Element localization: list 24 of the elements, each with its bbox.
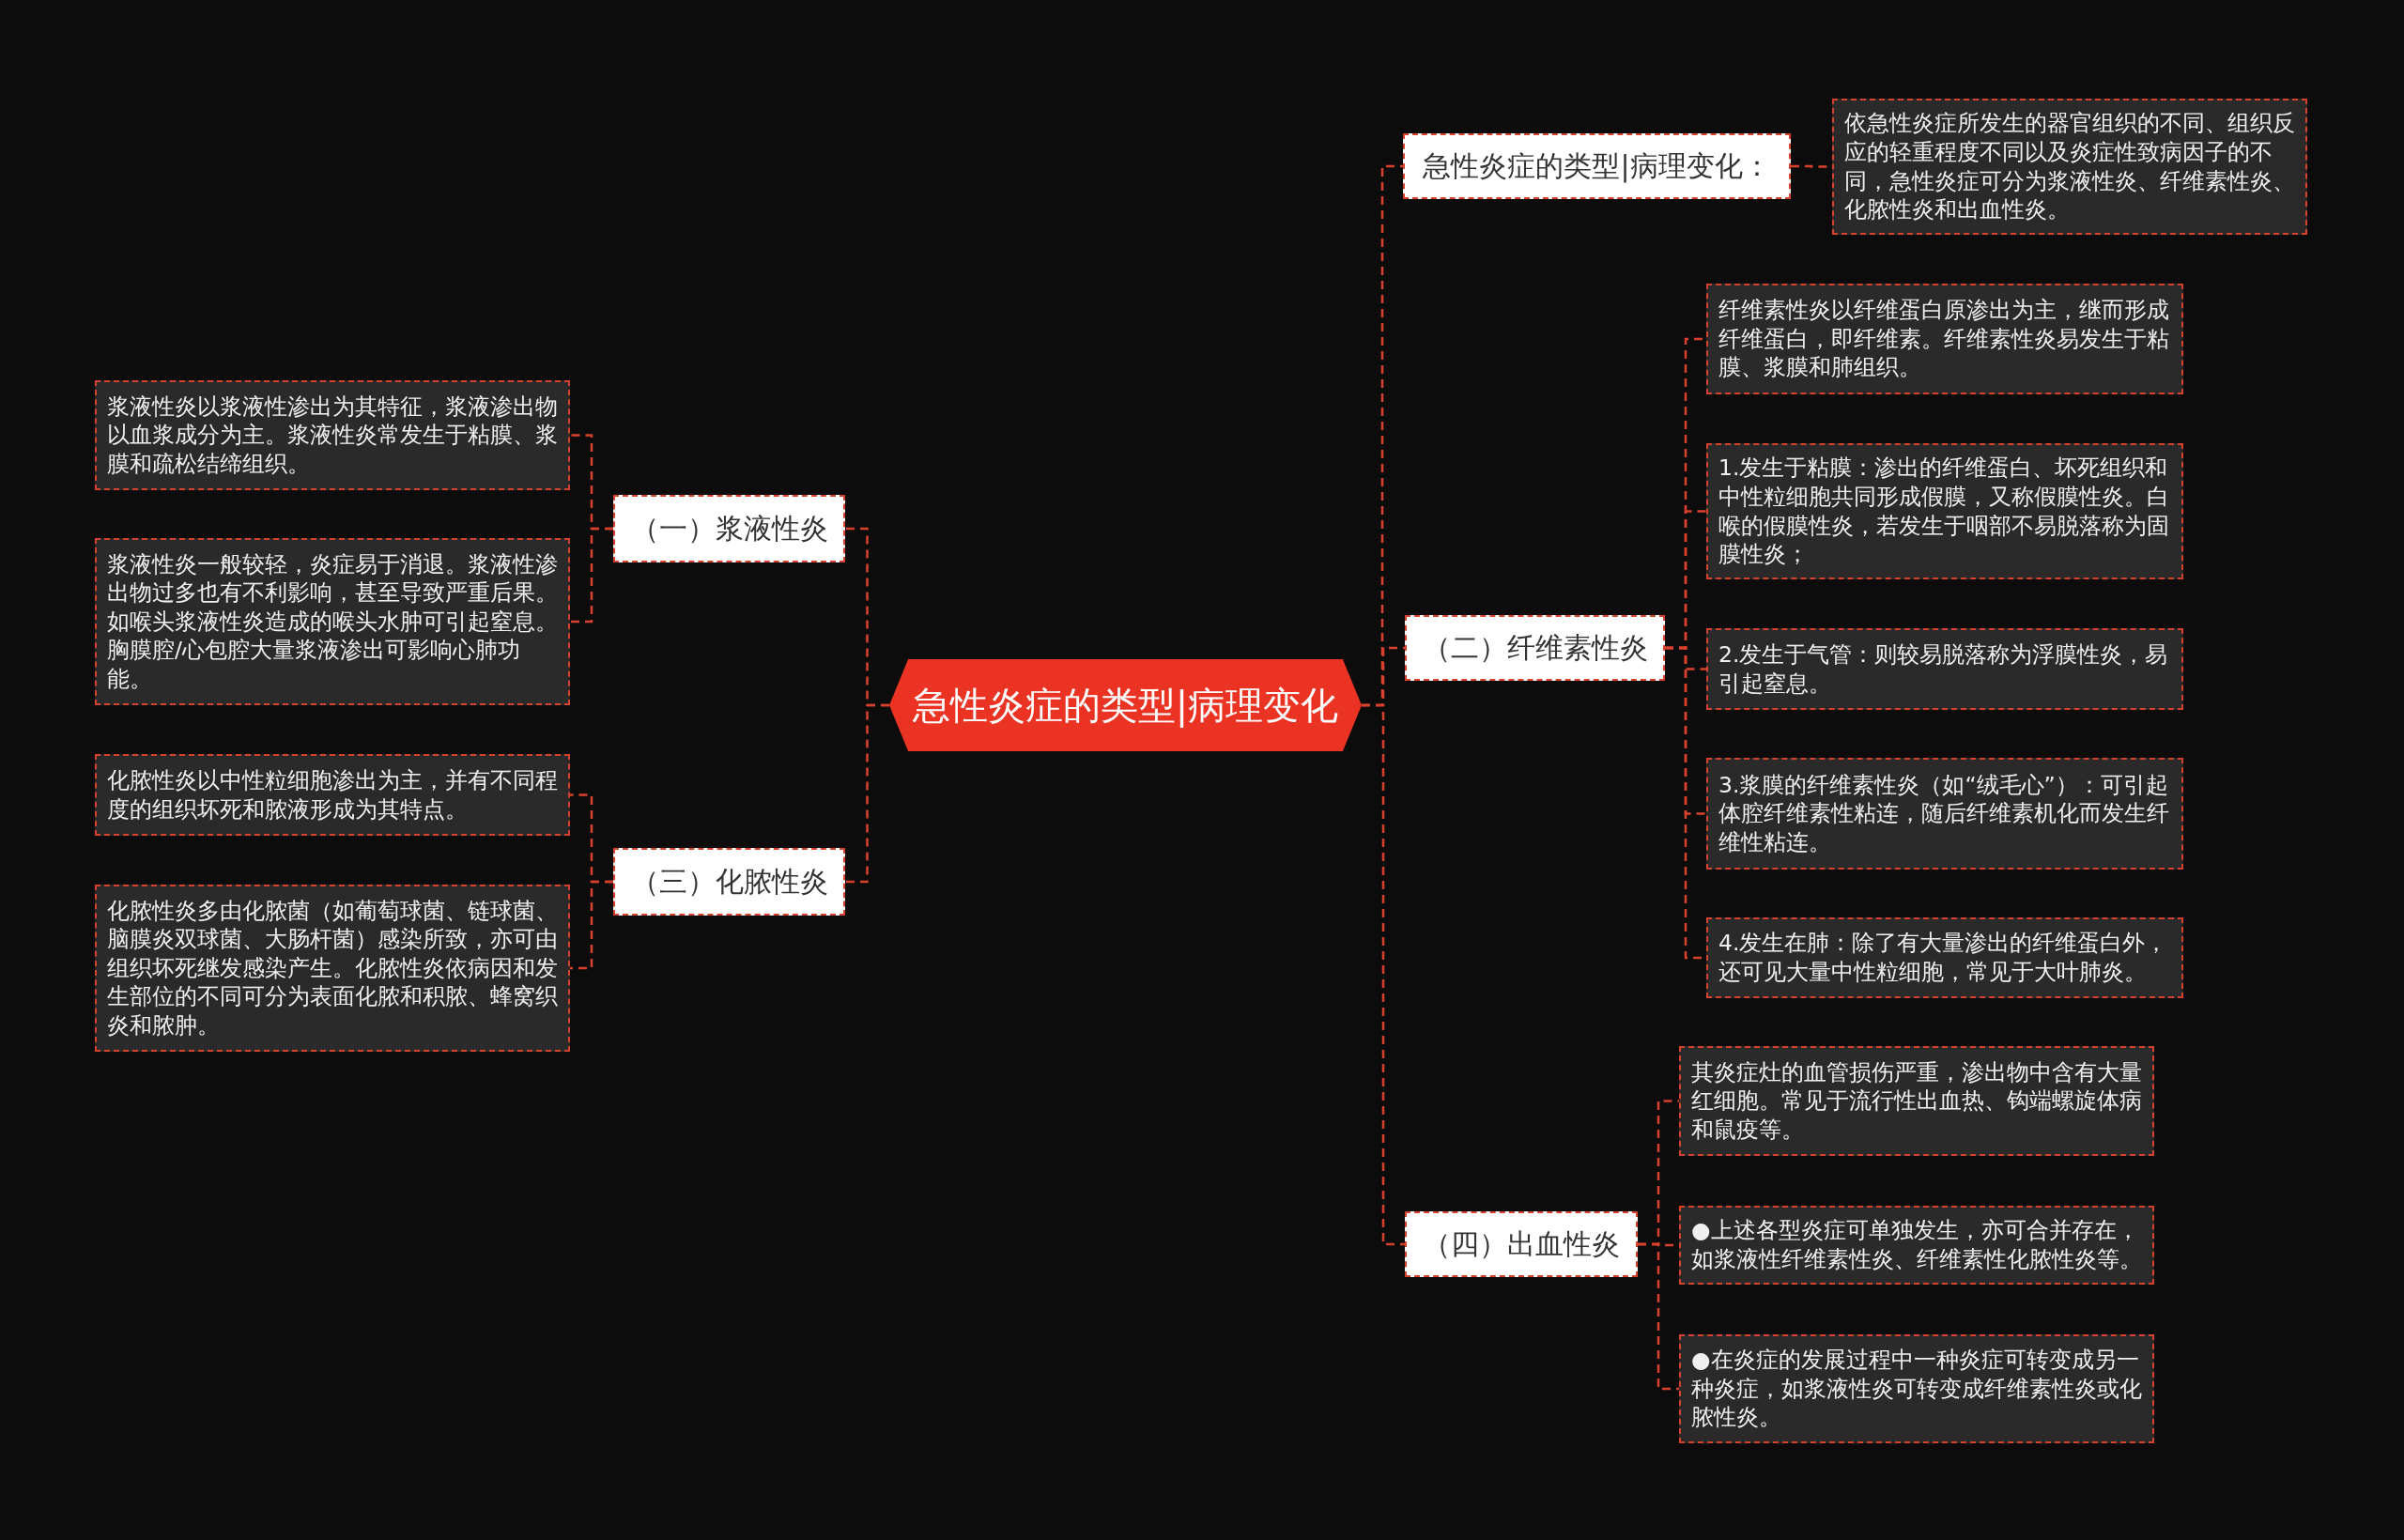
connector-line bbox=[1362, 703, 1405, 1246]
branch-topic: （二）纤维素性炎 bbox=[1405, 615, 1665, 681]
branch-topic: （三）化脓性炎 bbox=[613, 848, 845, 916]
note-card: 纤维素性炎以纤维蛋白原渗出为主，继而形成纤维蛋白，即纤维素。纤维素性炎易发生于粘膜、浆膜和肺组织。 bbox=[1706, 284, 2183, 394]
connector-line bbox=[570, 880, 613, 970]
note-card: 4.发生在肺：除了有大量渗出的纤维蛋白外，还可见大量中性粒细胞，常见于大叶肺炎。 bbox=[1706, 917, 2183, 998]
note-card: 浆液性炎一般较轻，炎症易于消退。浆液性渗出物过多也有不利影响，甚至导致严重后果。如喉头浆液性炎造成的喉头水肿可引起窒息。胸膜腔/心包腔大量浆液渗出可影响心肺功能。 bbox=[95, 538, 570, 705]
note-card: 化脓性炎以中性粒细胞渗出为主，并有不同程度的组织坏死和脓液形成为其特点。 bbox=[95, 754, 570, 836]
branch-topic: 急性炎症的类型|病理变化： bbox=[1403, 133, 1791, 199]
central-topic: 急性炎症的类型|病理变化 bbox=[889, 659, 1362, 751]
connector-line bbox=[845, 703, 889, 884]
note-card: ●上述各型炎症可单独发生，亦可合并存在，如浆液性纤维素性炎、纤维素性化脓性炎等。 bbox=[1679, 1206, 2154, 1285]
note-card: 浆液性炎以浆液性渗出为其特征，浆液渗出物以血浆成分为主。浆液性炎常发生于粘膜、浆膜和疏松结缔组织。 bbox=[95, 380, 570, 490]
note-card: 2.发生于气管：则较易脱落称为浮膜性炎，易引起窒息。 bbox=[1706, 628, 2183, 710]
note-card: 化脓性炎多由化脓菌（如葡萄球菌、链球菌、脑膜炎双球菌、大肠杆菌）感染所致，亦可由组织坏死继发感染产生。化脓性炎依病因和发生部位的不同可分为表面化脓和积脓、蜂窝织炎和脓肿。 bbox=[95, 885, 570, 1052]
branch-topic: （四）出血性炎 bbox=[1405, 1211, 1638, 1277]
note-card: ●在炎症的发展过程中一种炎症可转变成另一种炎症，如浆液性炎可转变成纤维素性炎或化脓性炎。 bbox=[1679, 1334, 2154, 1443]
note-card: 1.发生于粘膜：渗出的纤维蛋白、坏死组织和中性粒细胞共同形成假膜，又称假膜性炎。白喉的假膜性炎，若发生于咽部不易脱落称为固膜性炎； bbox=[1706, 443, 2183, 579]
note-card: 其炎症灶的血管损伤严重，渗出物中含有大量红细胞。常见于流行性出血热、钩端螺旋体病和鼠疫等。 bbox=[1679, 1046, 2154, 1156]
connector-line bbox=[1638, 1242, 1679, 1391]
note-card: 依急性炎症所发生的器官组织的不同、组织反应的轻重程度不同以及炎症性致病因子的不同，急性炎症可分为浆液性炎、纤维素性炎、化脓性炎和出血性炎。 bbox=[1832, 99, 2307, 235]
note-card: 3.浆膜的纤维素性炎（如“绒毛心”）：可引起体腔纤维素性粘连，随后纤维素机化而发生纤维性粘连。 bbox=[1706, 758, 2183, 870]
connector-line bbox=[570, 527, 613, 624]
branch-topic: （一）浆液性炎 bbox=[613, 495, 845, 562]
